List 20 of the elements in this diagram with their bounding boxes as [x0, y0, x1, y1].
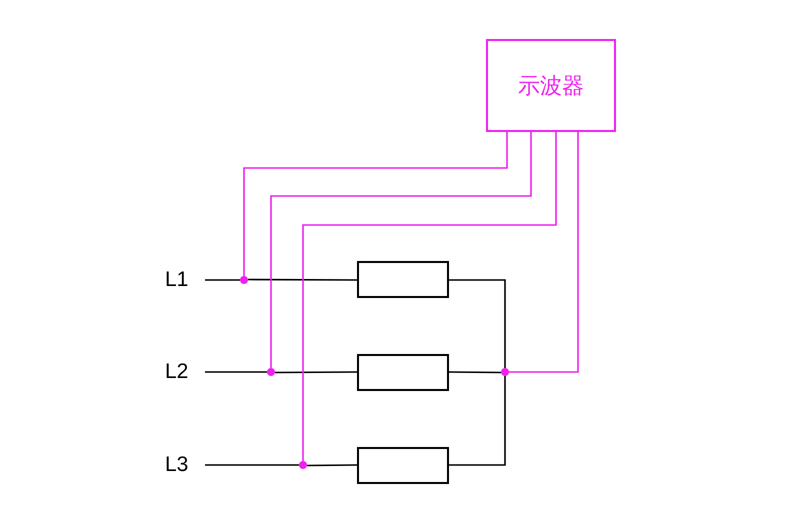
phase-label: L1 [165, 266, 205, 294]
wire [205, 371, 267, 373]
resistor-box [357, 447, 449, 484]
wire [248, 278, 357, 281]
wire [449, 371, 501, 374]
wire [205, 279, 240, 281]
wire [270, 132, 532, 368]
wire [509, 132, 579, 373]
wire [243, 132, 508, 276]
phase-label: L2 [165, 358, 205, 386]
wire [302, 132, 557, 461]
wire [449, 279, 506, 368]
wire [205, 464, 299, 466]
oscilloscope-box: 示波器 [486, 39, 616, 132]
resistor-box [357, 354, 449, 391]
wire [307, 464, 357, 466]
wire [449, 376, 506, 466]
wire [275, 371, 357, 374]
resistor-box [357, 261, 449, 298]
phase-label: L3 [165, 451, 205, 479]
